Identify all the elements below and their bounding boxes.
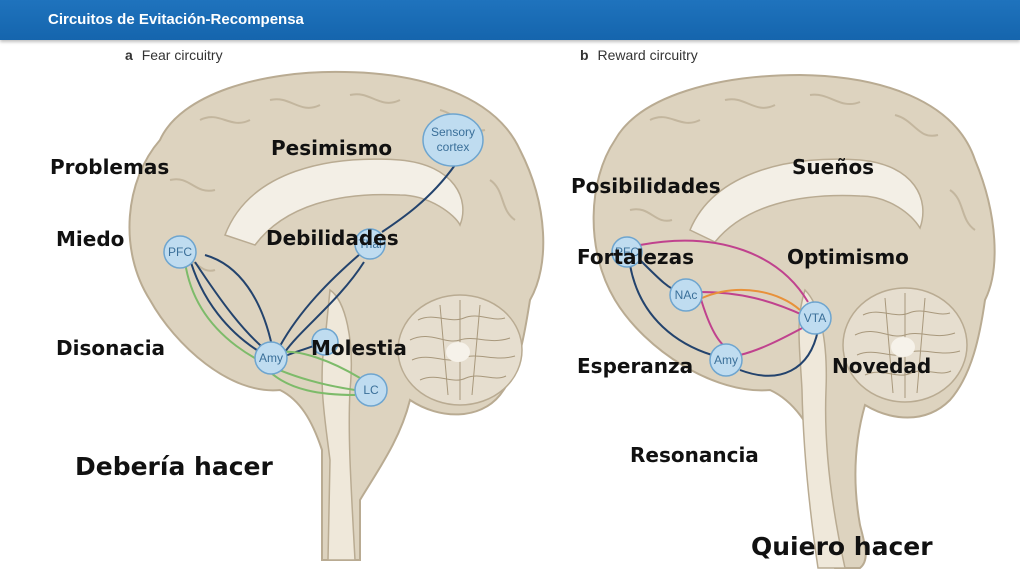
word-debilidades: Debilidades — [266, 226, 399, 250]
reward-corpus-callosum — [689, 158, 924, 243]
word-novedad: Novedad — [832, 354, 932, 378]
page-title: Circuitos de Evitación-Recompensa — [48, 11, 304, 28]
fear-panel: a Fear circuitry — [125, 47, 545, 561]
reward-brainstem — [798, 288, 846, 569]
word-problemas: Problemas — [50, 155, 170, 179]
word-fortalezas: Fortalezas — [577, 245, 694, 269]
fear-node-amy: Amy — [254, 341, 288, 375]
svg-text:cortex: cortex — [437, 140, 470, 154]
reward-panel: b Reward circuitry — [580, 47, 996, 569]
reward-node-pfc: PFC — [611, 236, 643, 268]
word-suenos: Sueños — [792, 155, 875, 179]
svg-text:Amy: Amy — [259, 351, 283, 365]
panel-a-label: Fear circuitry — [142, 47, 223, 63]
word-resonancia: Resonancia — [630, 443, 759, 467]
svg-text:NAc: NAc — [675, 288, 698, 302]
svg-text:PFC: PFC — [168, 245, 192, 259]
svg-text:a Fear circuitry: a Fear circuitry — [125, 47, 223, 63]
word-quiero-hacer: Quiero hacer — [751, 532, 933, 561]
word-pesimismo: Pesimismo — [271, 136, 393, 160]
panel-a-letter: a — [125, 47, 133, 63]
word-deberia-hacer: Debería hacer — [75, 452, 273, 481]
svg-text:LC: LC — [363, 383, 379, 397]
svg-text:b Reward circuitry: b Reward circuitry — [580, 47, 698, 63]
svg-text:Amy: Amy — [714, 353, 738, 367]
word-esperanza: Esperanza — [577, 354, 694, 378]
header-bar: Circuitos de Evitación-Recompensa — [0, 0, 1020, 40]
svg-text:VTA: VTA — [804, 311, 826, 325]
word-molestia: Molestia — [311, 336, 407, 360]
reward-node-amy: Amy — [709, 343, 743, 377]
word-posibilidades: Posibilidades — [571, 174, 721, 198]
word-disonacia: Disonacia — [56, 336, 166, 360]
svg-text:Thal: Thal — [358, 237, 381, 251]
fear-node-pfc: PFC — [163, 235, 197, 269]
fear-node-sensory-cortex: Sensory cortex — [422, 113, 484, 167]
reward-node-nac: NAc — [669, 278, 703, 312]
panel-b-letter: b — [580, 47, 589, 63]
fear-corpus-callosum — [224, 158, 464, 246]
fear-node-lc: LC — [354, 373, 388, 407]
fear-node-extra — [311, 328, 339, 356]
fear-cerebellum — [397, 294, 523, 406]
reward-node-vta: VTA — [798, 301, 832, 335]
svg-text:PFC: PFC — [615, 245, 639, 259]
word-miedo: Miedo — [56, 227, 125, 251]
reward-cerebellum — [842, 287, 968, 403]
panel-b-label: Reward circuitry — [597, 47, 697, 63]
fear-pathways — [184, 164, 456, 396]
fear-node-thal: Thal — [354, 228, 386, 260]
word-optimismo: Optimismo — [787, 245, 909, 269]
fear-brainstem — [321, 288, 356, 561]
svg-text:Sensory: Sensory — [431, 125, 475, 139]
reward-pathways — [629, 239, 819, 377]
